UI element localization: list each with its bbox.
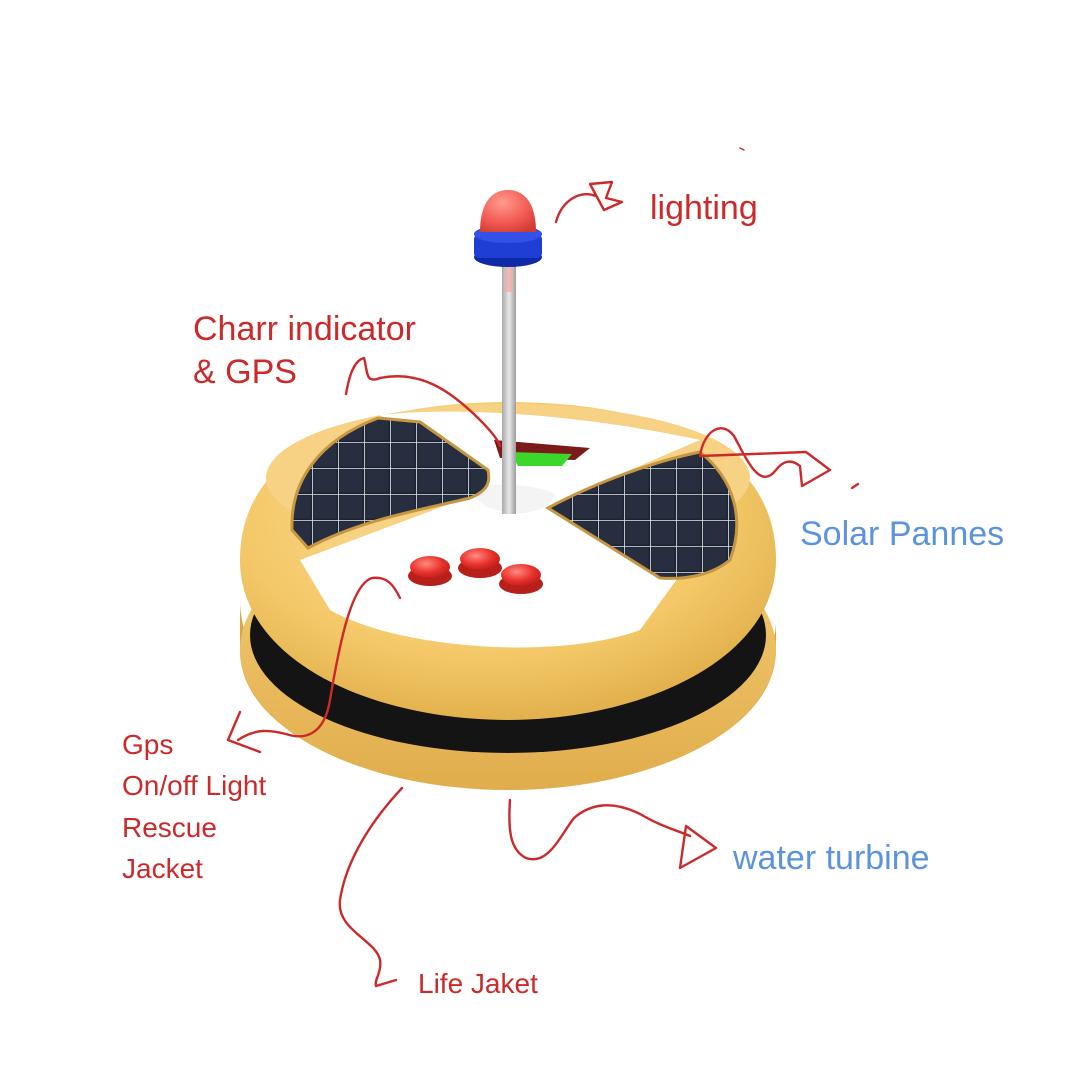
label-charr-indicator-line-1: Charr indicator xyxy=(193,310,416,348)
label-controls: Gps On/off Light Rescue Jacket xyxy=(122,724,266,890)
label-controls-rescue: Rescue xyxy=(122,811,217,843)
beacon-light xyxy=(474,190,542,267)
arrow-charr-indicator xyxy=(344,356,502,448)
control-buttons xyxy=(408,548,543,594)
arrow-controls xyxy=(226,576,402,754)
annotation-strokes xyxy=(226,147,860,988)
charge-indicator xyxy=(494,440,590,466)
label-water-turbine: water turbine xyxy=(733,839,930,877)
arrow-solar-pannes xyxy=(698,427,860,490)
solar-panel-right xyxy=(545,450,739,580)
label-solar-pannes: Solar Pannes xyxy=(800,515,1005,553)
label-charr-indicator: Charr indicator & GPS xyxy=(193,308,416,394)
arrow-water-turbine xyxy=(508,798,718,870)
arrow-lighting xyxy=(554,180,624,224)
label-controls-jacket: Jacket xyxy=(122,853,203,885)
solar-panel-left xyxy=(290,416,491,550)
label-charr-indicator-line-2: & GPS xyxy=(193,353,297,392)
label-controls-gps: Gps xyxy=(122,729,174,760)
label-lighting: lighting xyxy=(650,189,758,227)
light-pole xyxy=(502,262,516,514)
arrow-life-jaket xyxy=(338,786,404,988)
label-controls-onoff-light: On/off Light xyxy=(122,770,267,802)
label-life-jaket: Life Jaket xyxy=(418,968,538,999)
